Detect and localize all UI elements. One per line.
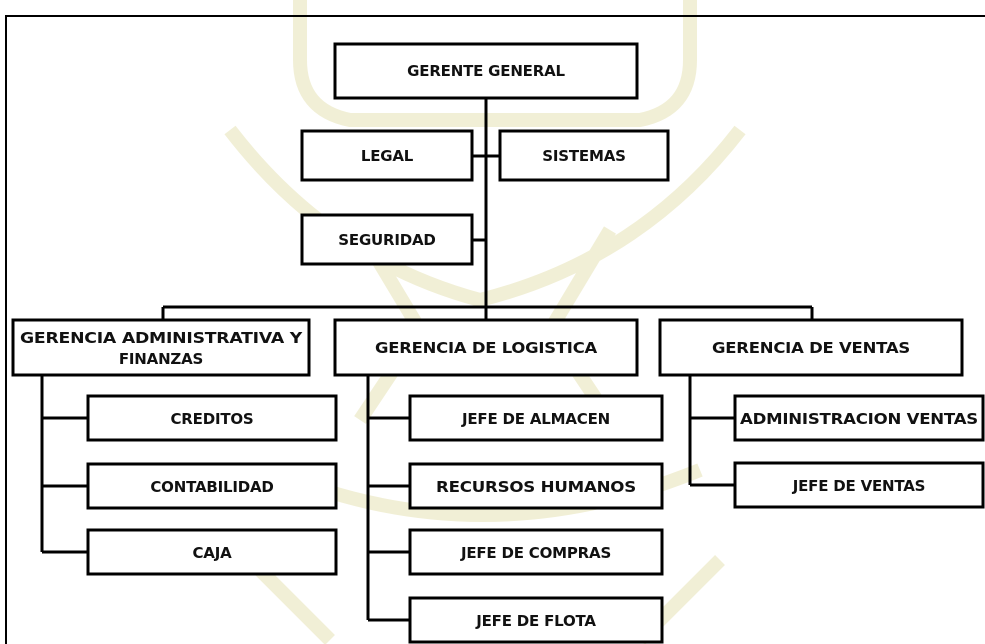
box-sistemas	[498, 129, 670, 182]
label-gerencia-admin-line1: GERENCIA ADMINISTRATIVA Y	[20, 329, 304, 347]
label-jefe-flota: JEFE DE FLOTA	[475, 612, 596, 630]
box-contabilidad	[86, 462, 338, 510]
box-gerente-general	[333, 42, 639, 100]
label-sistemas: SISTEMAS	[542, 147, 625, 165]
label-jefe-ventas: JEFE DE VENTAS	[792, 477, 926, 495]
label-gerencia-admin-line2: FINANZAS	[119, 350, 203, 368]
label-jefe-compras: JEFE DE COMPRAS	[460, 544, 611, 562]
label-legal: LEGAL	[361, 147, 414, 165]
box-jefe-flota	[408, 596, 664, 644]
label-administracion-ventas: ADMINISTRACION VENTAS	[740, 410, 978, 428]
box-jefe-almacen	[408, 394, 664, 442]
label-contabilidad: CONTABILIDAD	[150, 478, 273, 496]
box-gerencia-admin	[11, 318, 311, 377]
box-creditos	[86, 394, 338, 442]
box-recursos-humanos	[408, 462, 664, 510]
label-seguridad: SEGURIDAD	[338, 231, 435, 249]
box-seguridad	[300, 213, 474, 266]
box-legal	[300, 129, 474, 182]
box-jefe-ventas	[733, 461, 985, 509]
box-gerencia-logistica	[333, 318, 639, 377]
label-gerencia-ventas: GERENCIA DE VENTAS	[712, 339, 910, 357]
box-caja	[86, 528, 338, 576]
label-recursos-humanos: RECURSOS HUMANOS	[436, 478, 636, 496]
label-jefe-almacen: JEFE DE ALMACEN	[461, 410, 610, 428]
connectors	[40, 99, 814, 622]
label-caja: CAJA	[192, 544, 232, 562]
labels: GERENTE GENERAL LEGAL SISTEMAS SEGURIDAD…	[20, 62, 978, 630]
label-gerencia-logistica: GERENCIA DE LOGISTICA	[375, 339, 598, 357]
box-administracion-ventas	[733, 394, 985, 442]
label-creditos: CREDITOS	[170, 410, 253, 428]
box-jefe-compras	[408, 528, 664, 576]
label-gerente-general: GERENTE GENERAL	[407, 62, 565, 80]
boxes	[11, 42, 985, 644]
box-gerencia-ventas	[658, 318, 964, 377]
diagram-frame	[5, 15, 985, 644]
